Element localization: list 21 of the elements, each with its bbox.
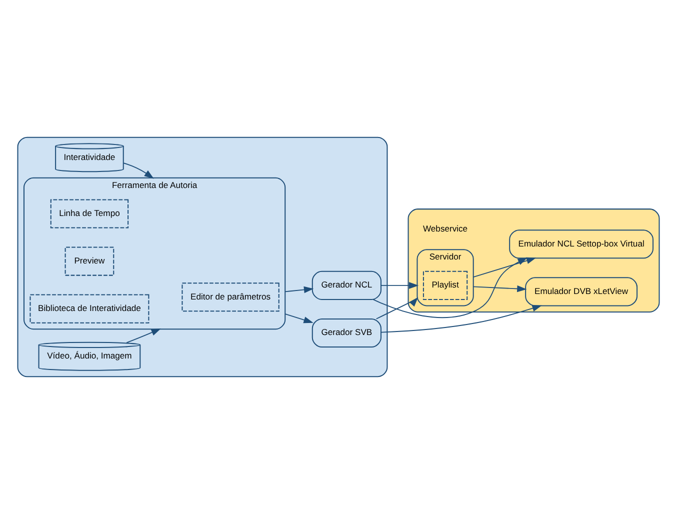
arrow: [284, 286, 314, 294]
node-box: Gerador SVB: [312, 318, 382, 348]
arrow: [372, 258, 528, 318]
arrow: [472, 257, 536, 278]
label: Webservice: [422, 224, 468, 234]
arrow: [126, 328, 161, 344]
node-box: Emulador NCL Settop-box Virtual: [509, 230, 654, 259]
node-box: Preview: [64, 246, 114, 276]
node-box: Gerador NCL: [312, 270, 382, 300]
node-box: Emulador DVB xLetView: [525, 277, 638, 306]
node-box: Biblioteca de Interatividade: [30, 294, 150, 324]
arrow: [284, 314, 314, 324]
node-box: Linha de Tempo: [50, 199, 129, 228]
arrow: [472, 285, 527, 292]
node-box: Editor de parâmetros: [182, 282, 280, 312]
arrow: [380, 282, 419, 289]
arrow: [123, 162, 154, 179]
node-box: Playlist: [422, 270, 468, 300]
arrow: [380, 305, 542, 333]
cluster: [17, 136, 388, 378]
arrow: [376, 297, 418, 320]
